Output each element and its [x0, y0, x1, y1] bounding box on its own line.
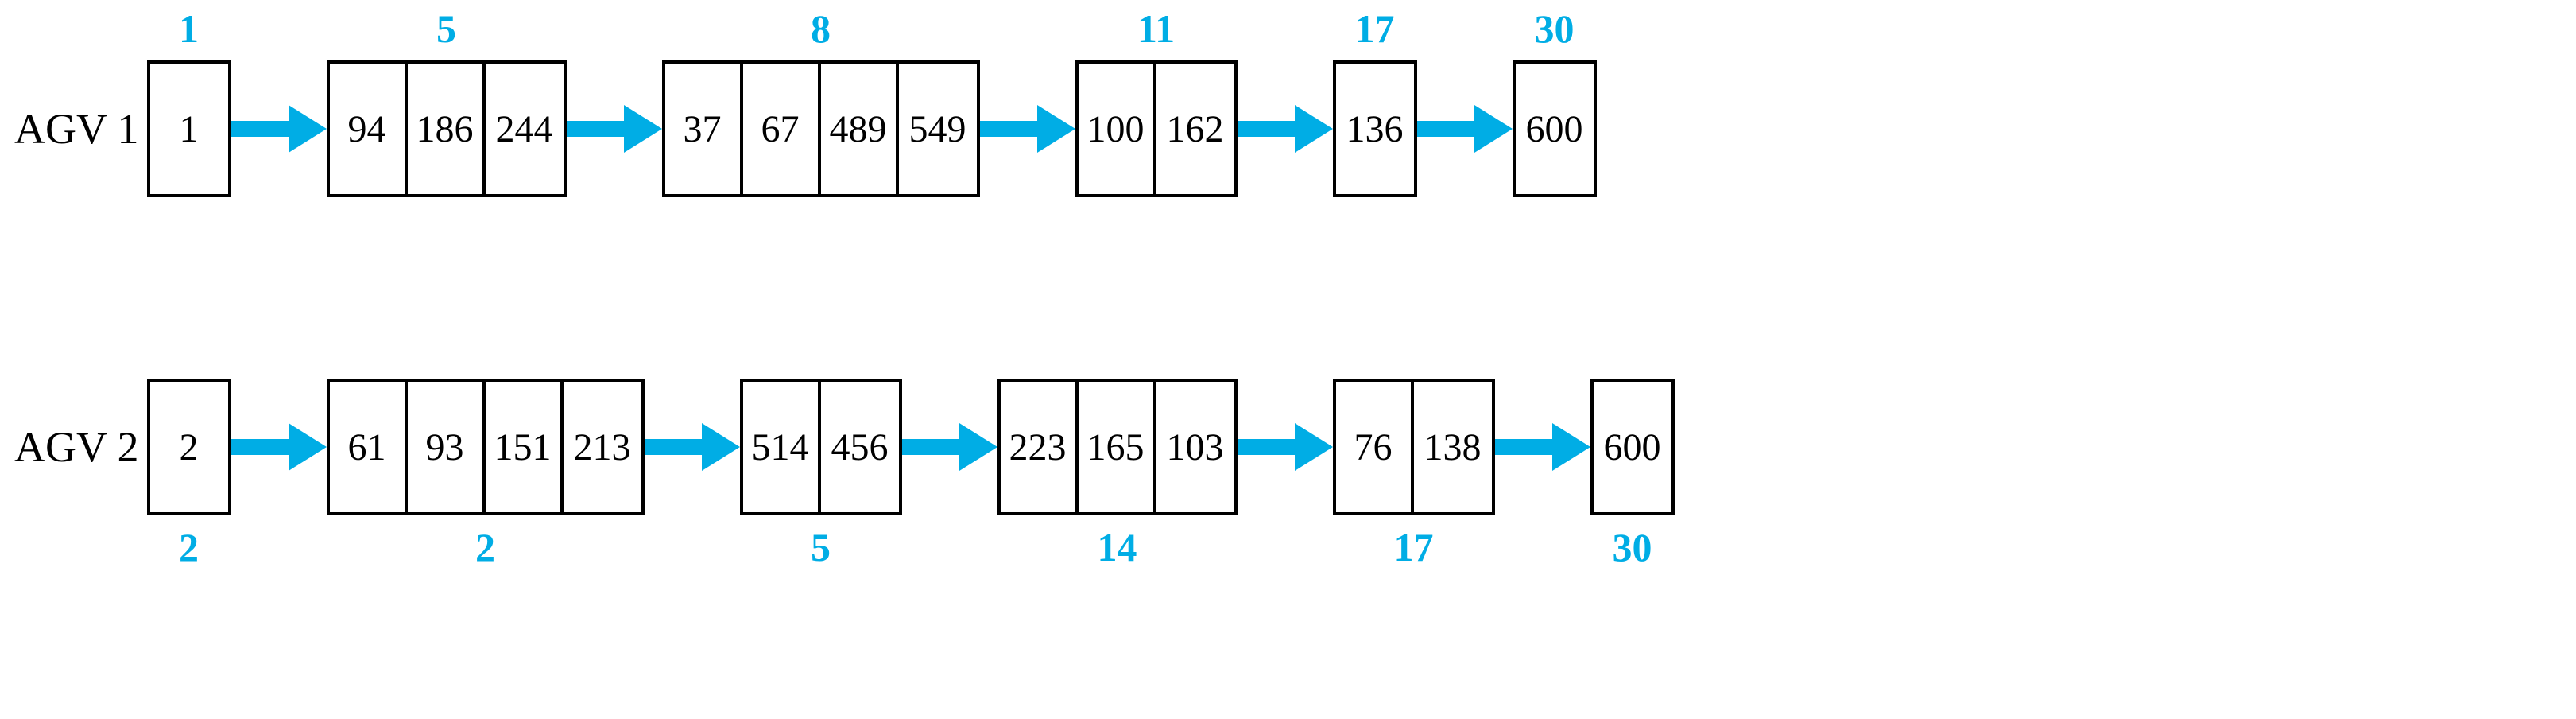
- task-cell: 244: [495, 107, 553, 150]
- task-cell: 1: [179, 107, 199, 150]
- flow-arrow-icon: [566, 105, 662, 153]
- task-cell: 223: [1001, 382, 1079, 512]
- flow-arrow-icon: [230, 105, 327, 153]
- arrow-shaft: [1416, 121, 1486, 137]
- task-group: 600: [1590, 379, 1675, 515]
- group-count-label: 1: [179, 6, 199, 51]
- arrow-shaft: [230, 439, 300, 455]
- arrow-shaft: [566, 121, 635, 137]
- arrow-head: [1551, 423, 1590, 471]
- arrow-head: [959, 423, 997, 471]
- task-cell: 600: [1525, 107, 1583, 150]
- arrow-head: [1474, 105, 1513, 153]
- arrow-head: [1294, 105, 1333, 153]
- flow-arrow-icon: [1494, 423, 1590, 471]
- task-group: 1: [146, 60, 231, 197]
- task-cell: 600: [1603, 426, 1661, 468]
- task-cell: 151: [486, 382, 564, 512]
- agv-2-label: AGV 2: [14, 423, 139, 471]
- group-label-strip-bottom: 2 2 5 14 17 30: [0, 519, 2576, 576]
- flow-arrow-icon: [1416, 105, 1513, 153]
- group-count-label: 14: [1097, 525, 1137, 569]
- flow-arrow-icon: [1237, 105, 1333, 153]
- arrow-shaft: [901, 439, 970, 455]
- group-count-label: 30: [1534, 6, 1575, 51]
- task-cell: 61: [330, 382, 408, 512]
- group-count-label: 8: [811, 6, 831, 51]
- arrow-head: [623, 105, 662, 153]
- group-count-label: 11: [1137, 6, 1176, 51]
- group-count-label: 17: [1354, 6, 1395, 51]
- group-count-label: 5: [436, 6, 457, 51]
- task-cell: 186: [408, 64, 486, 194]
- group-count-label: 5: [811, 525, 831, 569]
- task-cell: 100: [1079, 64, 1156, 194]
- task-cell: 76: [1336, 382, 1414, 512]
- flow-arrow-icon: [1237, 423, 1333, 471]
- arrow-shaft: [1237, 439, 1306, 455]
- task-cell: 162: [1166, 107, 1224, 150]
- flow-arrow-icon: [901, 423, 997, 471]
- group-count-label: 17: [1393, 525, 1434, 569]
- flow-arrow-icon: [230, 423, 327, 471]
- arrow-head: [288, 105, 327, 153]
- task-cell: 2: [179, 426, 199, 468]
- task-cell: 456: [831, 426, 889, 468]
- arrow-head: [1294, 423, 1333, 471]
- task-group: 2: [146, 379, 231, 515]
- task-cell: 549: [908, 107, 966, 150]
- flow-arrow-icon: [644, 423, 740, 471]
- group-count-label: 30: [1612, 525, 1652, 569]
- task-group: 600: [1512, 60, 1597, 197]
- task-cell: 514: [743, 382, 821, 512]
- task-cell: 213: [573, 426, 631, 468]
- arrow-shaft: [644, 439, 713, 455]
- group-count-label: 2: [475, 525, 496, 569]
- arrow-shaft: [230, 121, 300, 137]
- task-cell: 67: [743, 64, 821, 194]
- task-cell: 94: [330, 64, 408, 194]
- group-label-strip-top: 1 5 8 11 17 30: [0, 0, 2576, 57]
- agv-1-label: AGV 1: [14, 105, 139, 153]
- task-cell: 489: [821, 64, 899, 194]
- arrow-head: [701, 423, 740, 471]
- task-cell: 138: [1424, 426, 1482, 468]
- task-cell: 37: [665, 64, 743, 194]
- arrow-head: [288, 423, 327, 471]
- task-cell: 103: [1166, 426, 1224, 468]
- task-cell: 93: [408, 382, 486, 512]
- flow-arrow-icon: [979, 105, 1075, 153]
- arrow-shaft: [1237, 121, 1306, 137]
- arrow-shaft: [1494, 439, 1563, 455]
- task-group: 136: [1332, 60, 1417, 197]
- task-cell: 136: [1346, 107, 1404, 150]
- arrow-shaft: [979, 121, 1048, 137]
- arrow-head: [1036, 105, 1075, 153]
- group-count-label: 2: [179, 525, 199, 569]
- task-cell: 165: [1079, 382, 1156, 512]
